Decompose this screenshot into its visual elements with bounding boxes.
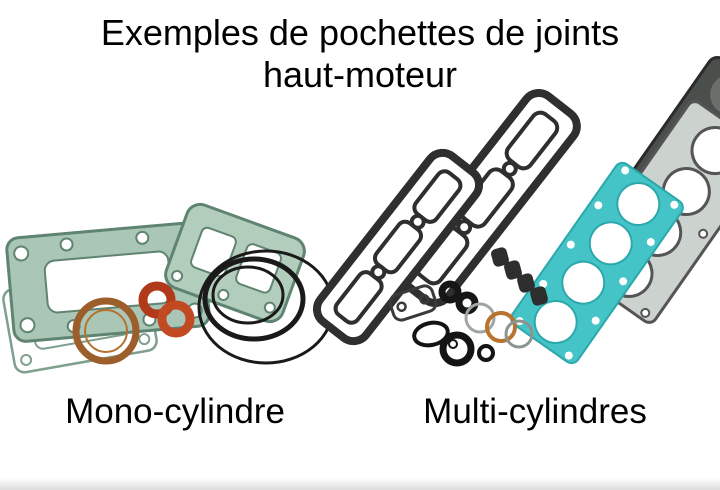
- washer-rings: [464, 302, 534, 349]
- orange-exhaust-gaskets: [138, 281, 195, 338]
- page-title: Exemples de pochettes de joints haut-mot…: [0, 12, 720, 97]
- multi-cylinder-kit-illustration: [312, 55, 720, 367]
- seal-with-pin-hole: [439, 331, 475, 367]
- oval-exhaust-ring: [412, 320, 450, 348]
- title-line-1: Exemples de pochettes de joints: [100, 12, 620, 53]
- title-line-2: haut-moteur: [262, 54, 458, 96]
- valve-cover-gasket-front: [312, 148, 484, 346]
- teal-head-gasket: [510, 161, 684, 365]
- caption-multi-cylindres: Multi-cylindres: [423, 392, 647, 431]
- mono-cylinder-kit-illustration: [2, 202, 335, 374]
- caption-mono-cylindre: Mono-cylindre: [65, 392, 285, 431]
- small-plate-gasket: [388, 284, 438, 322]
- valve-stem-seals: [491, 247, 548, 306]
- bottom-gradient-strip: [0, 478, 720, 490]
- copper-ring: [72, 297, 140, 365]
- tiny-o-ring: [477, 344, 495, 362]
